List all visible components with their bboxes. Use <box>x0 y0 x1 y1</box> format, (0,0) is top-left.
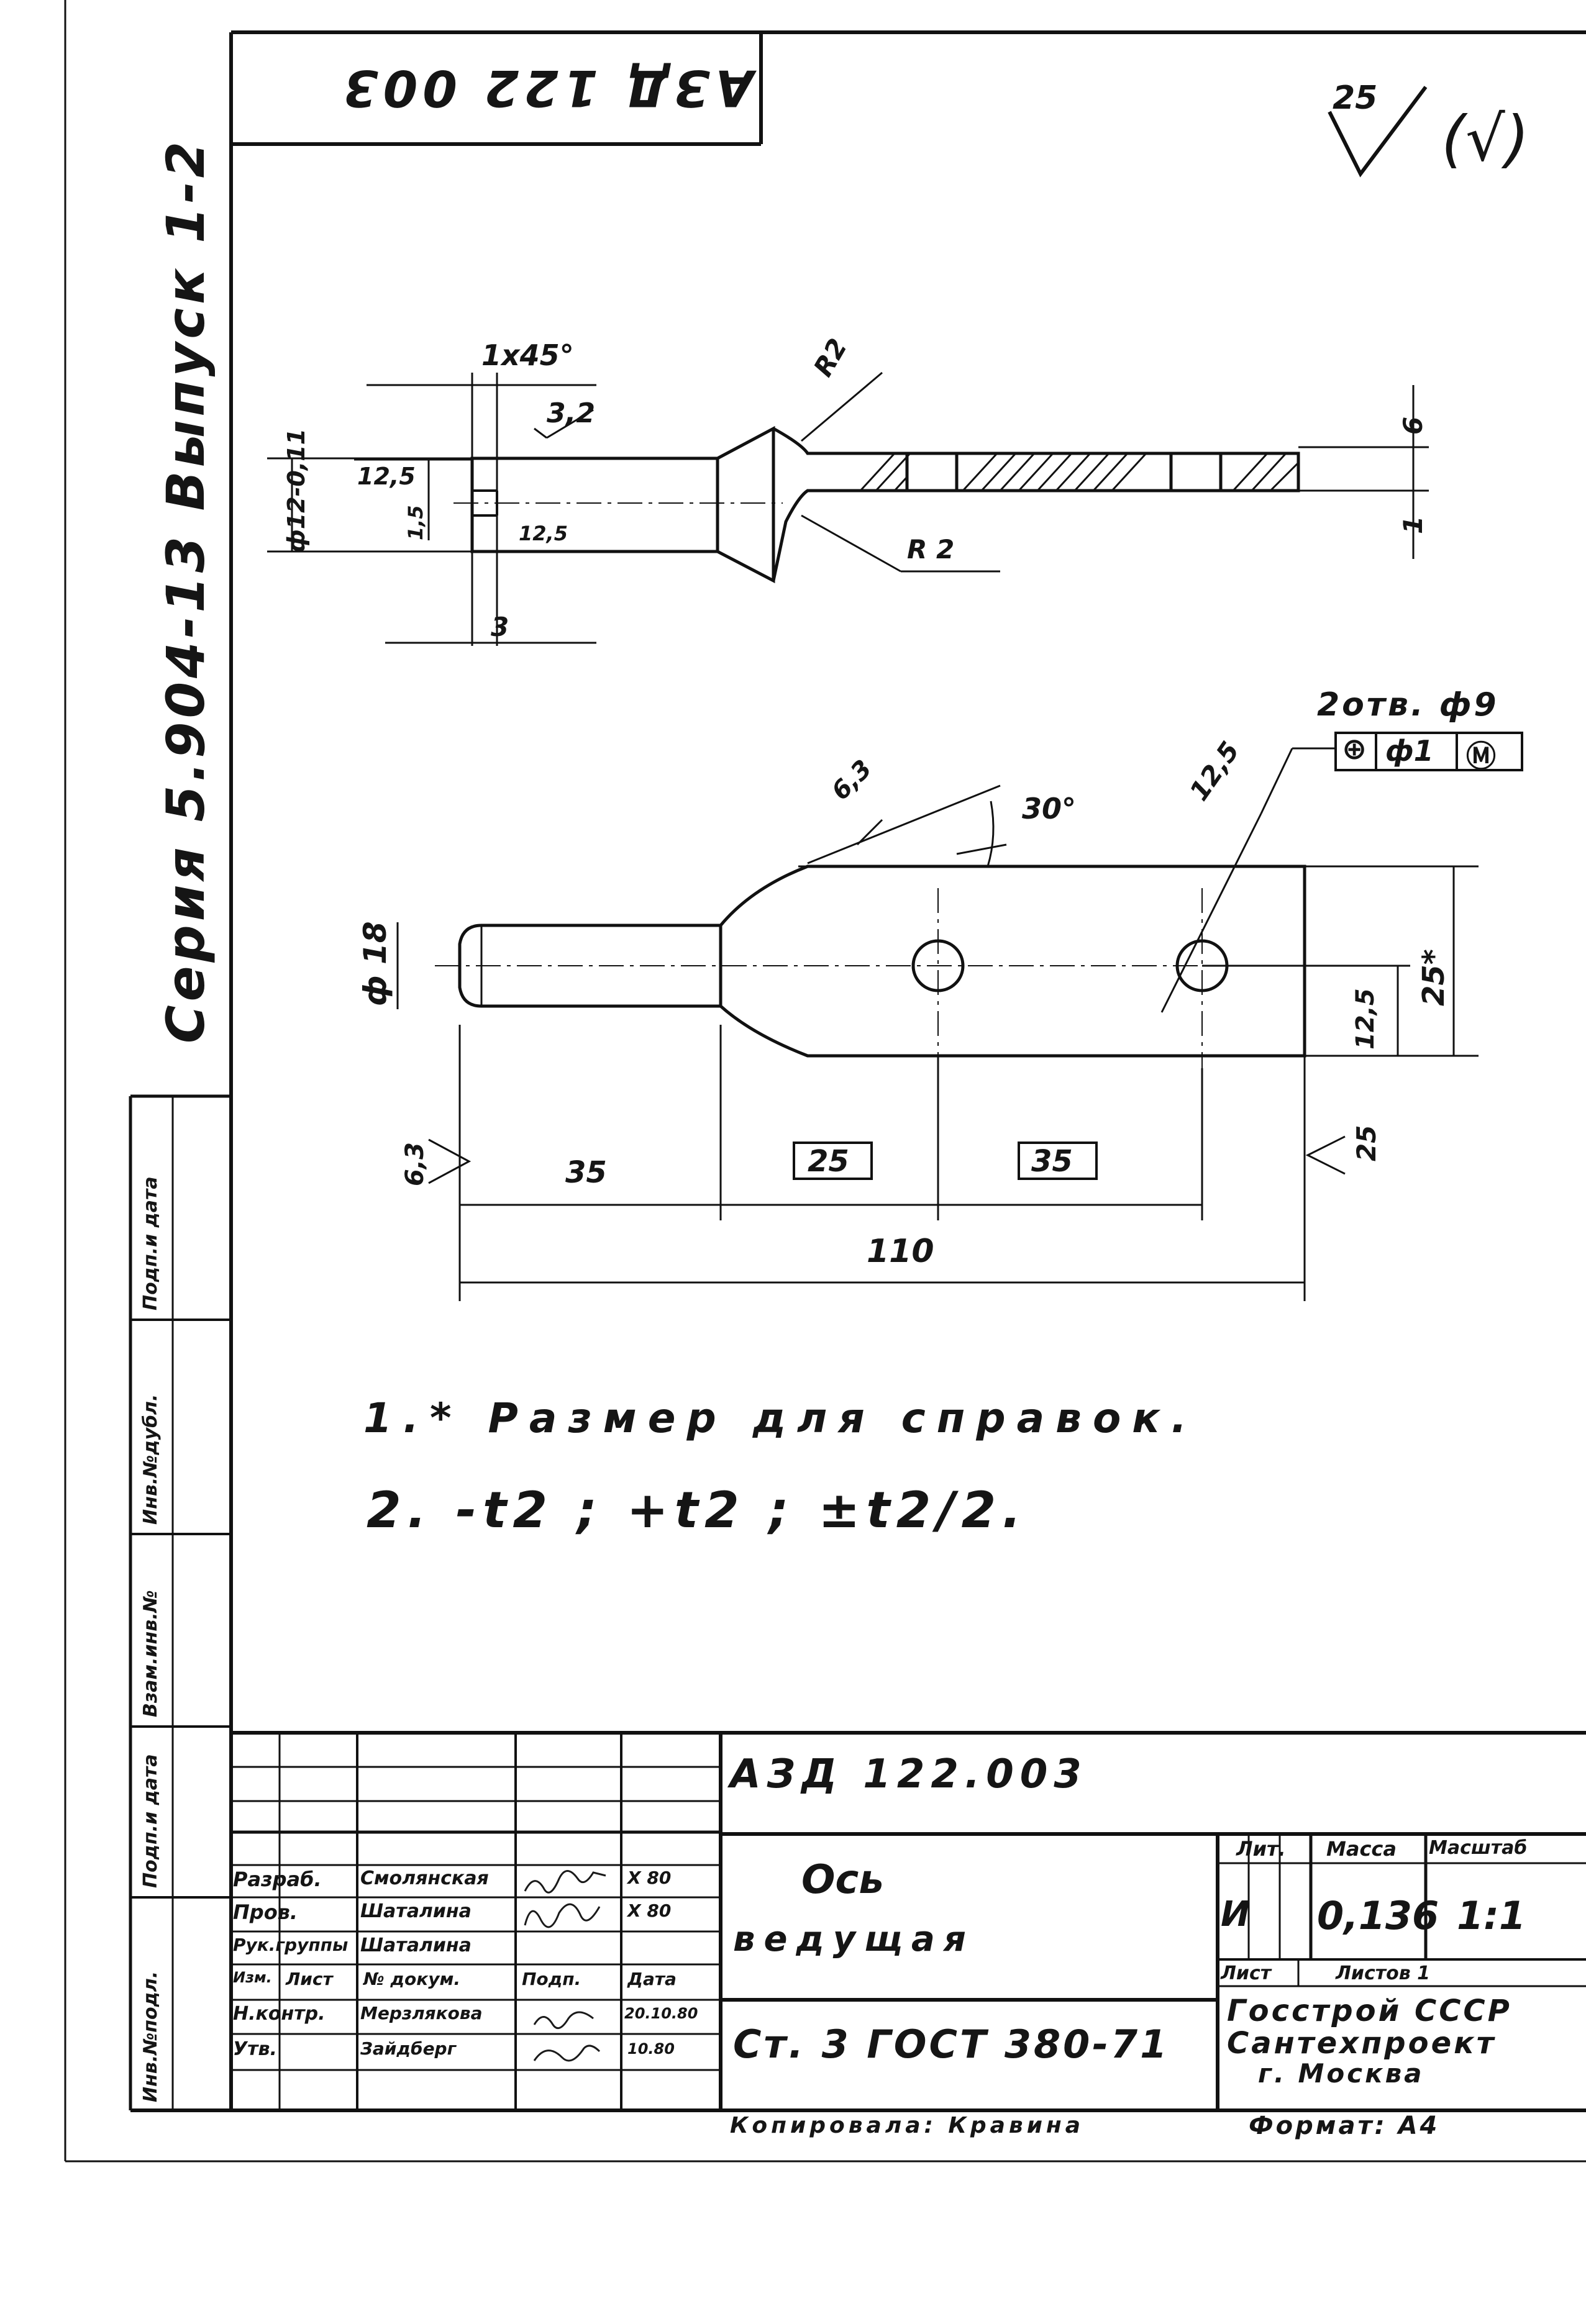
chamfer-label: 1x45° <box>481 338 574 372</box>
tb-name-line2: ведущая <box>733 1919 975 1959</box>
side-label-podp-data-1: Подп.и дата <box>140 1754 162 1888</box>
side-label-vzam-inv: Взам.инв.№ <box>140 1590 162 1717</box>
dim-12-5-b: 12,5 <box>519 522 568 545</box>
roughness-3-2: 3,2 <box>547 397 595 429</box>
tb-col-podp: Подп. <box>522 1969 581 1989</box>
dia-12: ф12-0,11 <box>283 428 310 553</box>
tb-name-utv: Зайдберг <box>360 2038 457 2059</box>
dim-35-box: 35 <box>1031 1144 1073 1179</box>
tb-col-izm: Изм. <box>233 1969 272 1986</box>
dia-18: ф 18 <box>357 921 393 1006</box>
tb-material: Ст. 3 ГОСТ 380-71 <box>733 2022 1170 2067</box>
tb-name-line1: Ось <box>801 1857 884 1903</box>
tb-name-nkontr: Мерзлякова <box>360 2003 483 2023</box>
dim-25-box: 25 <box>808 1144 849 1179</box>
tol-symbol-position: ⊕ <box>1342 732 1367 766</box>
tb-role-ruk: Рук.группы <box>233 1935 349 1955</box>
dim-110: 110 <box>867 1233 934 1270</box>
tb-date-nkontr: 20.10.80 <box>624 2005 698 2022</box>
dim-12-5-a: 12,5 <box>357 463 416 490</box>
series-text: Серия 5.904-13 Выпуск 1-2 <box>155 137 216 1043</box>
tb-scale-label: Масштаб <box>1429 1837 1528 1859</box>
tb-role-prov: Пров. <box>233 1900 298 1924</box>
roughness-general-value: 25 <box>1333 79 1378 117</box>
tol-value: ф1 <box>1385 734 1434 768</box>
tb-col-data: Дата <box>627 1969 677 1989</box>
tb-date-prov: X 80 <box>627 1900 672 1921</box>
side-label-podp-data-2: Подп.и дата <box>140 1176 162 1310</box>
tb-sheet-label: Лист <box>1221 1963 1272 1984</box>
tb-col-doc: № докум. <box>363 1969 461 1989</box>
tb-date-razrab: X 80 <box>627 1868 672 1888</box>
code-stamp: АЗД 122 003 <box>339 59 754 117</box>
roughness-general-bracket: (√) <box>1441 102 1529 175</box>
roughness-25-right: 25 <box>1351 1125 1382 1161</box>
holes-note: 2отв. ф9 <box>1317 686 1499 724</box>
side-label-inv-podl: Инв.№подл. <box>140 1971 162 2102</box>
tb-sheets-label: Листов 1 <box>1336 1963 1431 1984</box>
dim-3: 3 <box>491 612 509 642</box>
tb-name-prov: Шаталина <box>360 1900 472 1922</box>
note-2: 2. -t2 ; +t2 ; ±t2/2. <box>367 1481 1028 1539</box>
tb-designation: АЗД 122.003 <box>730 1751 1088 1797</box>
tb-role-nkontr: Н.контр. <box>233 2003 326 2025</box>
angle-30: 30° <box>1022 792 1077 825</box>
tb-name-razrab: Смолянская <box>360 1868 489 1889</box>
tb-col-list: Лист <box>286 1969 333 1989</box>
tb-scale-value: 1:1 <box>1457 1893 1526 1938</box>
roughness-6-3-left: 6,3 <box>401 1142 429 1186</box>
dim-12-5-plan: 12,5 <box>1351 988 1380 1050</box>
tb-date-utv: 10.80 <box>627 2040 675 2058</box>
copied-by: Копировала: Кравина <box>730 2113 1085 2138</box>
dim-35: 35 <box>565 1155 607 1190</box>
dim-25-ref: 25* <box>1416 949 1451 1006</box>
tb-role-utv: Утв. <box>233 2038 277 2060</box>
tol-max-material: Ⓜ <box>1466 739 1497 774</box>
tb-mass-value: 0,136 <box>1317 1893 1439 1938</box>
format-label: Формат: А4 <box>1249 2112 1440 2140</box>
radius-bottom: R 2 <box>907 534 955 565</box>
dim-1: 1 <box>1398 515 1428 534</box>
side-label-inv-dubl: Инв.№дубл. <box>140 1394 162 1525</box>
tb-org-line1: Госстрой СССР <box>1227 1994 1512 2028</box>
tb-name-ruk: Шаталина <box>360 1935 472 1956</box>
tb-lit-label: Лит. <box>1236 1837 1286 1861</box>
tb-org-line2: Сантехпроект <box>1227 2026 1497 2061</box>
dim-6: 6 <box>1398 416 1428 435</box>
tb-role-razrab: Разраб. <box>233 1868 322 1891</box>
dim-1-5: 1,5 <box>404 505 427 540</box>
note-1: 1.* Размер для справок. <box>363 1394 1198 1442</box>
tb-mass-label: Масса <box>1326 1837 1397 1861</box>
tb-org-line3: г. Москва <box>1258 2058 1424 2089</box>
tb-lit-value: И <box>1221 1894 1250 1935</box>
